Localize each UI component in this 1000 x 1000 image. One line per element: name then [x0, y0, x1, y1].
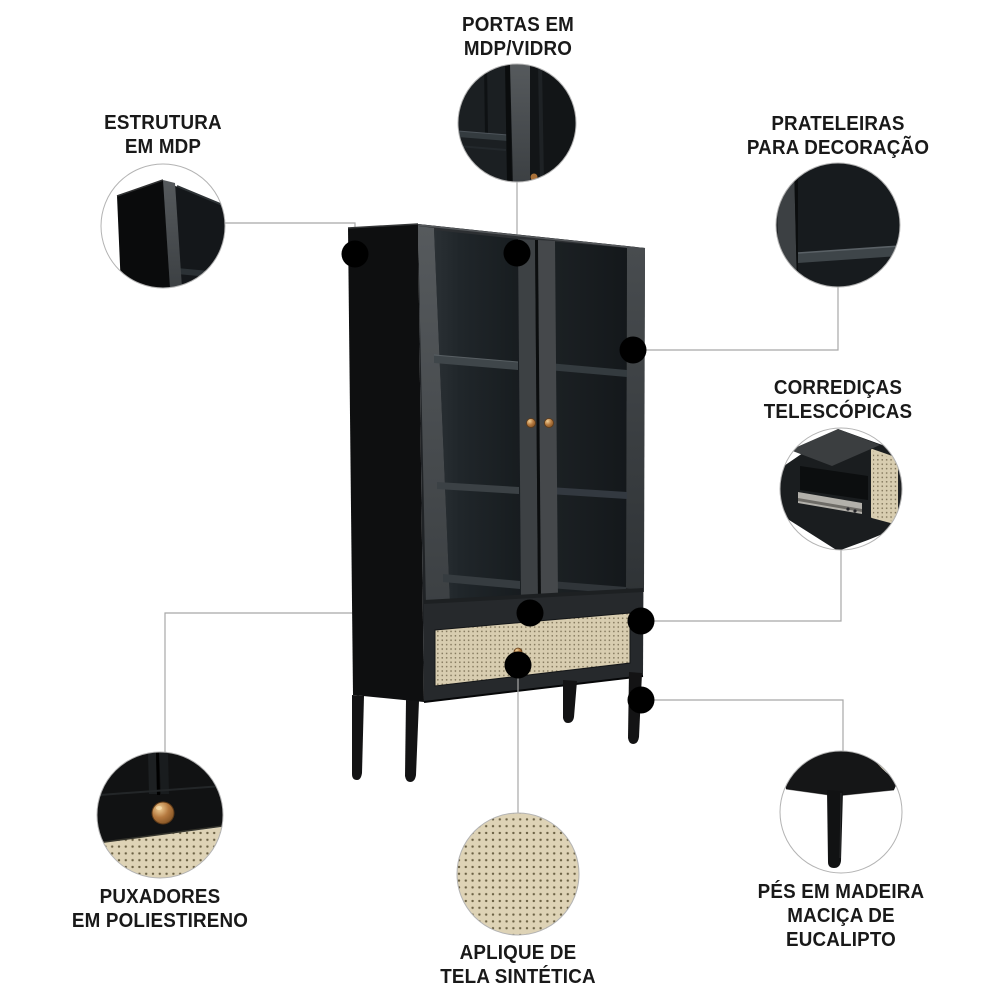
callout-label-corredicas: CORREDIÇAS TELESCÓPICAS [688, 376, 989, 424]
left-door-stile [518, 239, 538, 599]
callout-label-puxadores: PUXADORES EM POLIESTIRENO [10, 885, 311, 933]
cabinet-left-frame [418, 226, 450, 606]
callout-label-line: PÉS EM MADEIRA [757, 881, 925, 903]
drawer-rattan-front [434, 612, 631, 687]
detail-circle-outline-prateleiras [775, 162, 901, 288]
left-glass-door [434, 230, 521, 602]
callout-label-line: PORTAS EM [461, 14, 575, 36]
detail-circle-portas [458, 64, 576, 182]
cabinet-side-top-edge [347, 223, 419, 229]
knob-detail [151, 801, 175, 825]
detail-circle-outline-puxadores [96, 751, 224, 879]
callout-dot-aplique [504, 651, 532, 679]
callout-line-estrutura [224, 222, 356, 254]
callout-line-prateleiras [633, 287, 839, 351]
cabinet-top-highlight [417, 224, 646, 250]
callout-dots [341, 239, 655, 714]
detail-circle-puxadores [97, 752, 223, 878]
callout-label-line: TELA SINTÉTICA [440, 966, 596, 988]
detail-circle-prateleiras [776, 163, 900, 287]
callout-dot-pes [627, 686, 655, 714]
detail-circle-corredicas [780, 428, 902, 550]
left-door-knob [526, 418, 536, 428]
callout-label-line: PUXADORES [99, 886, 221, 908]
right-door-knob [544, 418, 554, 428]
cabinet-illustration [347, 223, 646, 782]
leg-front-left [405, 700, 419, 782]
callout-label-line: EUCALIPTO [786, 929, 896, 951]
callout-line-pes [641, 699, 844, 751]
callout-label-line: EM POLIESTIRENO [71, 910, 249, 932]
callout-dot-corredicas [627, 607, 655, 635]
callout-dot-prateleiras [619, 336, 647, 364]
callout-label-pes: PÉS EM MADEIRA MACIÇA DE EUCALIPTO [691, 880, 992, 952]
callout-label-line: PARA DECORAÇÃO [746, 137, 930, 159]
callout-label-line: ESTRUTURA [104, 112, 222, 134]
callout-label-prateleiras: PRATELEIRAS PARA DECORAÇÃO [688, 112, 989, 160]
callout-dot-puxadores [516, 599, 544, 627]
detail-circle-aplique [456, 812, 580, 936]
right-glass-door [548, 241, 627, 599]
leg-detail [827, 790, 843, 868]
detail-circle-outline-portas [457, 63, 577, 183]
callout-label-line: TELESCÓPICAS [763, 401, 913, 423]
detail-circle-outline-corredicas [779, 427, 903, 551]
detail-circle-estrutura [101, 164, 225, 288]
callout-dot-estrutura [341, 240, 369, 268]
interior-shelves [433, 354, 627, 594]
callout-line-corredicas [641, 550, 842, 622]
callout-label-line: MACIÇA DE [787, 905, 895, 927]
callout-label-line: PRATELEIRAS [771, 113, 905, 135]
cabinet-side-panel [348, 224, 424, 702]
callout-dot-portas [503, 239, 531, 267]
detail-circle-outline-pes [779, 750, 903, 874]
callout-label-aplique: APLIQUE DE TELA SINTÉTICA [368, 941, 669, 989]
callout-label-estrutura: ESTRUTURA EM MDP [13, 111, 314, 159]
detail-circle-outline-estrutura [100, 163, 226, 289]
callout-label-line: CORREDIÇAS [773, 377, 903, 399]
cabinet-bottom-edge [423, 675, 644, 703]
callout-label-line: APLIQUE DE [459, 942, 577, 964]
detail-circle-pes [780, 751, 902, 873]
callout-label-line: EM MDP [124, 136, 202, 158]
door-gap [535, 240, 541, 599]
leg-back-left [352, 695, 364, 780]
callout-label-portas: PORTAS EM MDP/VIDRO [368, 13, 669, 61]
callout-label-line: MDP/VIDRO [463, 38, 573, 60]
leg-back-right [563, 680, 577, 723]
cabinet-right-frame [626, 247, 645, 592]
